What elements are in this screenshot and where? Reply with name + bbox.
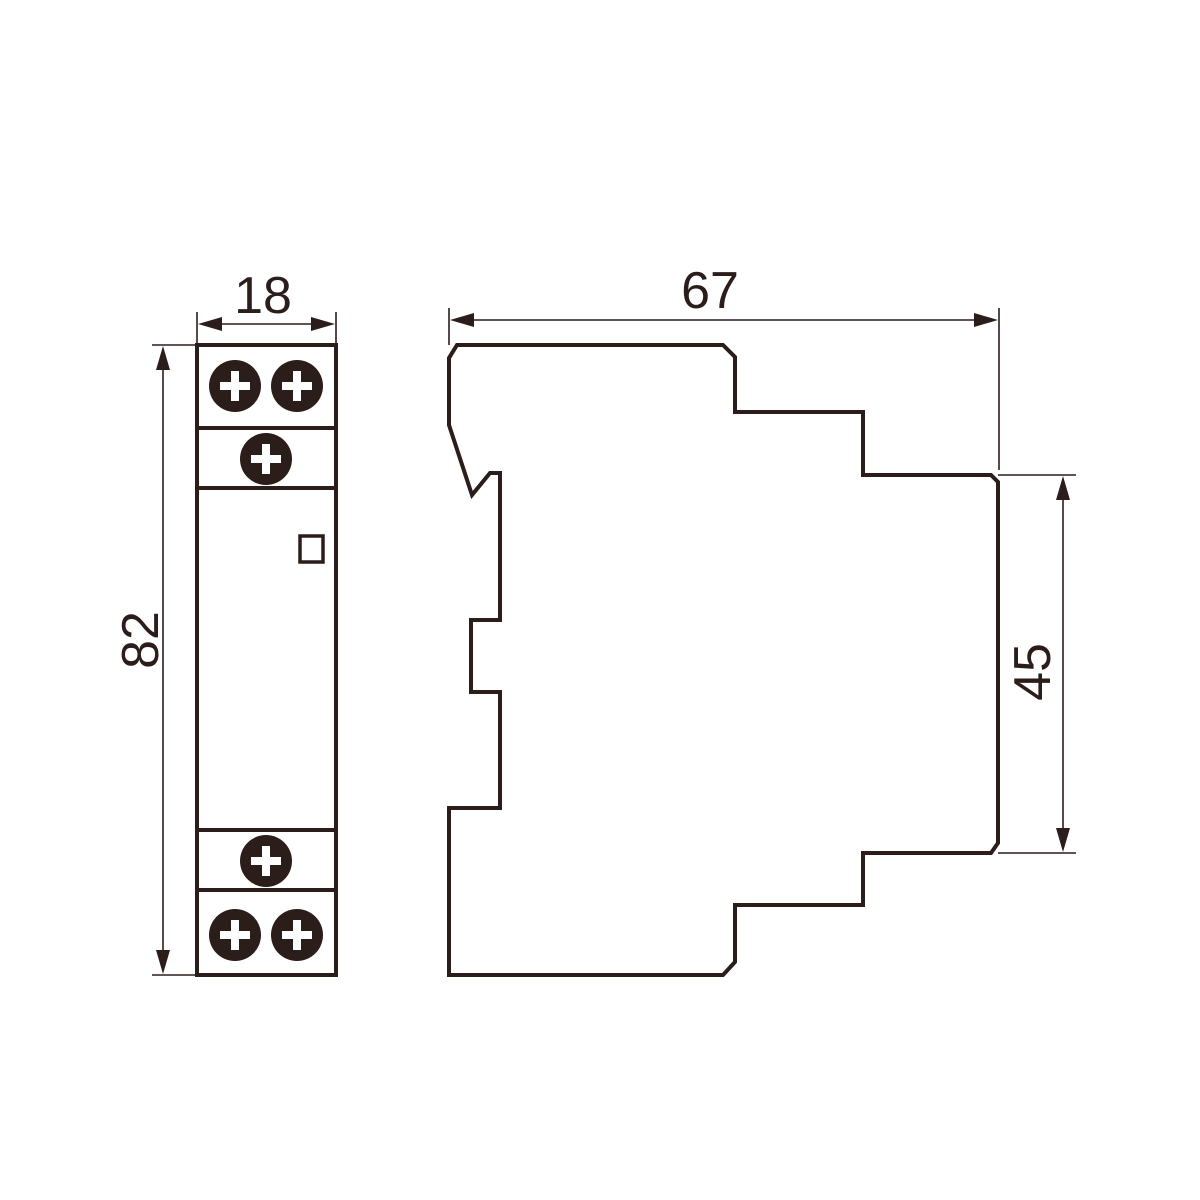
terminal-screw-lower-middle (240, 835, 292, 887)
width-arrow-right (311, 317, 335, 331)
height-dimension: 82 (112, 344, 197, 976)
width-arrow-left (198, 317, 222, 331)
depth-arrow-left (450, 313, 474, 327)
side-view-profile (447, 343, 1000, 977)
depth-dimension-label: 67 (681, 262, 739, 320)
status-indicator-window (298, 534, 325, 564)
terminal-screw-bottom-left (209, 909, 261, 961)
rail-height-dimension: 45 (998, 474, 1076, 854)
front-view (195, 343, 338, 977)
side-view (447, 343, 1000, 977)
height-arrow-bottom (156, 950, 170, 974)
width-dimension-label: 18 (234, 267, 292, 325)
width-dimension: 18 (196, 267, 337, 345)
terminal-screw-bottom-right (271, 909, 323, 961)
terminal-screw-top-right (271, 360, 323, 412)
rail-height-arrow-top (1056, 476, 1070, 500)
rail-height-arrow-bottom (1056, 828, 1070, 852)
depth-arrow-right (974, 313, 998, 327)
height-arrow-top (156, 346, 170, 370)
height-dimension-label: 82 (112, 611, 170, 669)
depth-dimension: 67 (448, 262, 1000, 470)
terminal-screw-top-left (209, 360, 261, 412)
rail-height-dimension-label: 45 (1004, 643, 1062, 701)
terminal-screw-upper-middle (240, 433, 292, 485)
